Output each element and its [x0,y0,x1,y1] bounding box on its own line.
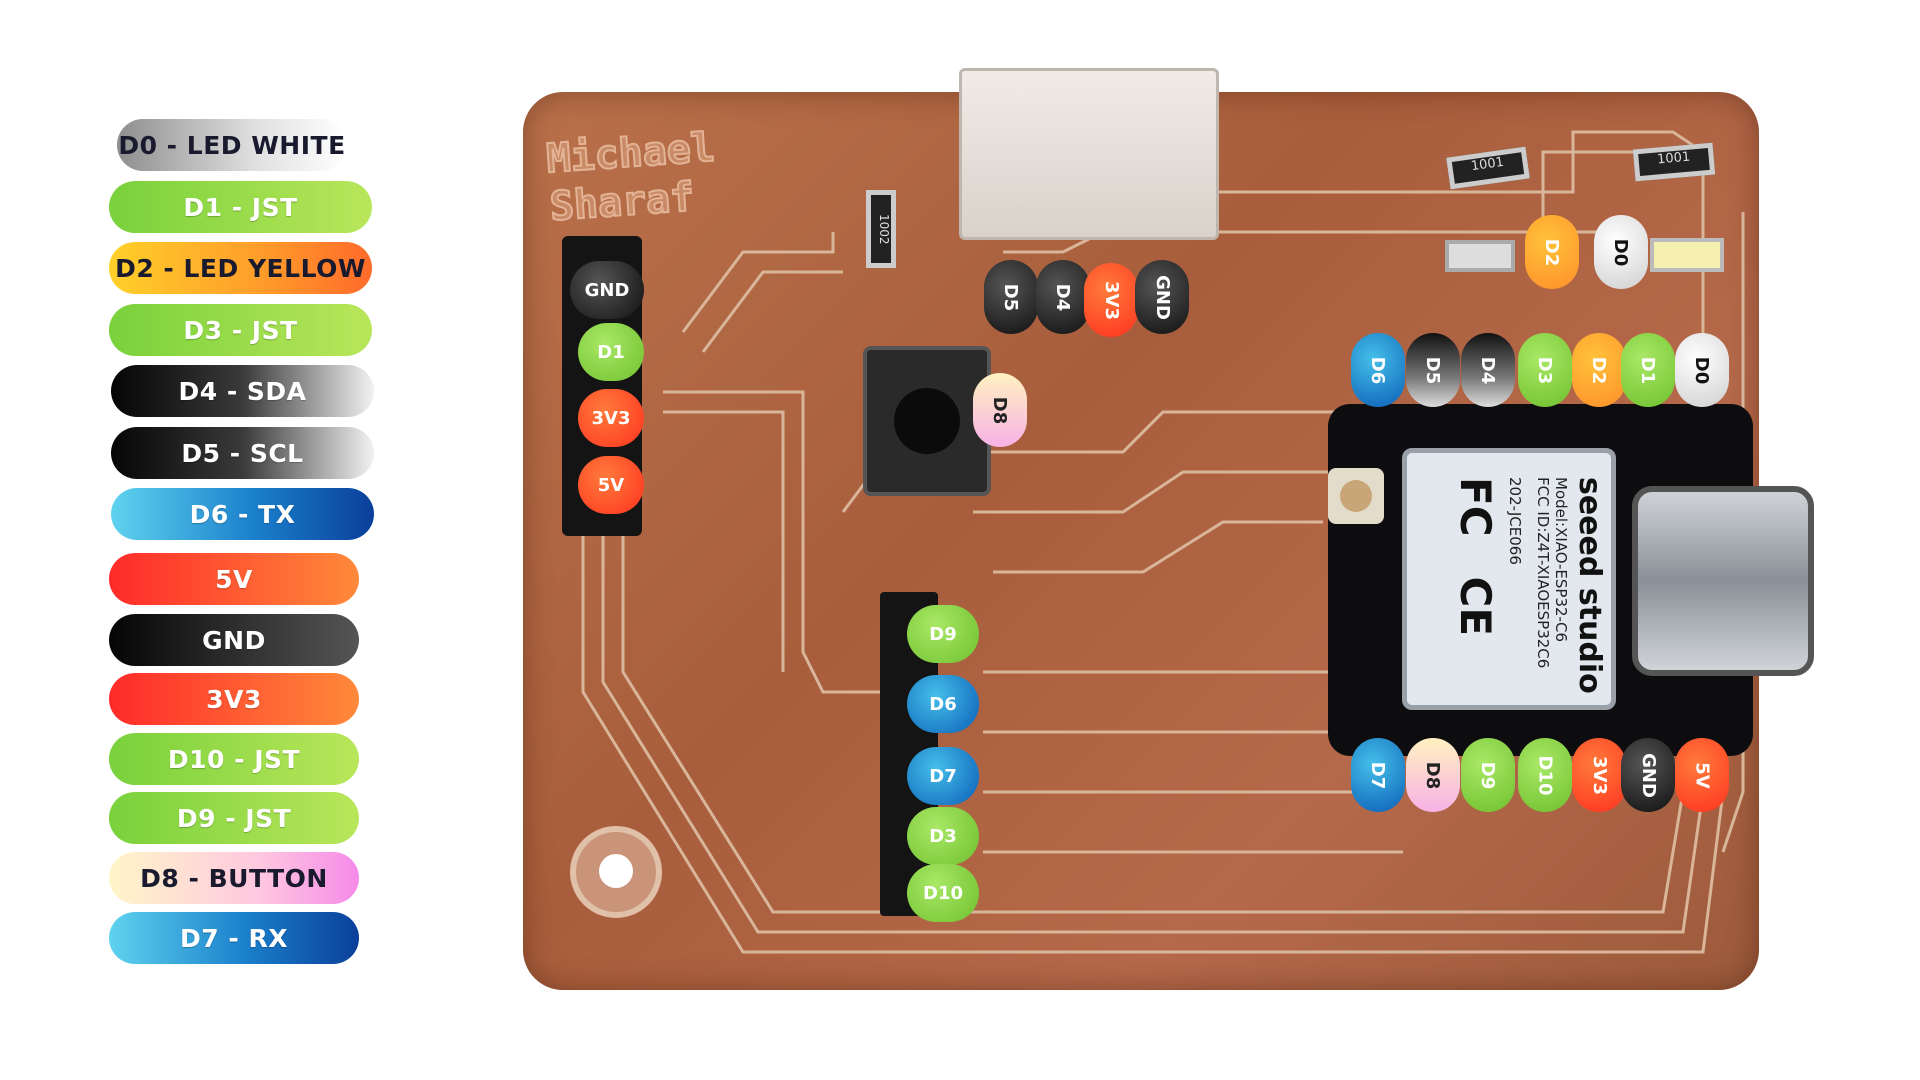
legend-d0: D0 - LED WHITE [117,119,347,171]
legend-d2: D2 - LED YELLOW [109,242,372,294]
jst-pin-d4: D4 [1036,260,1090,334]
jst-connector [959,68,1219,240]
rf-shield: seeed studio Model:XIAO-ESP32-C6 FCC ID:… [1402,448,1616,710]
legend-d1: D1 - JST [109,181,372,233]
legend-d7: D7 - RX [109,912,359,964]
antenna-connector [1328,468,1384,524]
xiao-pin-d5: D5 [1406,333,1460,407]
push-button [863,346,991,496]
ce-logo: CE [1451,576,1500,637]
xiao-pin-d1: D1 [1621,333,1675,407]
fcc-logo: FC [1451,477,1500,537]
usb-c-port [1632,486,1814,676]
legend-d8: D8 - BUTTON [109,852,359,904]
legend-gnd: GND [109,614,359,666]
xiao-pin-d8: D8 [1406,738,1460,812]
xiao-pin-d6: D6 [1351,333,1405,407]
xiao-pin-d4: D4 [1461,333,1515,407]
jst-pin-gnd: GND [1135,260,1189,334]
legend-d10: D10 - JST [109,733,359,785]
led-white [1650,238,1724,272]
resistor: 1002 [866,190,896,268]
header-pin-d9: D9 [907,605,979,663]
button-pin-d8: D8 [973,373,1027,447]
xiao-pin-d2: D2 [1572,333,1626,407]
pin-badge-3v3: 3V3 [578,389,644,447]
led-yellow [1445,240,1515,272]
mounting-hole [570,826,662,918]
model-text: Model:XIAO-ESP32-C6 [1552,477,1570,642]
jst-pin-3v3: 3V3 [1084,263,1138,337]
pin-badge-gnd: GND [570,261,644,319]
pin-badge-d1: D1 [578,323,644,381]
xiao-pin-3v3: 3V3 [1572,738,1626,812]
header-pin-d3: D3 [907,807,979,865]
fcc-id-text: FCC ID:Z4T-XIAOESP32C6 [1534,477,1552,669]
brand-text: seeed studio [1572,477,1607,694]
legend-d4: D4 - SDA [111,365,374,417]
xiao-pin-gnd: GND [1621,738,1675,812]
legend-d6: D6 - TX [111,488,374,540]
xiao-pin-d3: D3 [1518,333,1572,407]
xiao-pin-5v: 5V [1675,738,1729,812]
cert-text: 202-JCE066 [1506,477,1524,565]
legend-5v: 5V [109,553,359,605]
legend-d9: D9 - JST [109,792,359,844]
module-label: seeed studio Model:XIAO-ESP32-C6 FCC ID:… [1417,477,1607,713]
header-pin-d7: D7 [907,747,979,805]
legend-3v3: 3V3 [109,673,359,725]
pin-badge-5v: 5V [578,456,644,514]
led-label-d0: D0 [1594,215,1648,289]
header-pin-d10: D10 [907,864,979,922]
jst-pin-d5: D5 [984,260,1038,334]
header-pin-d6: D6 [907,675,979,733]
xiao-pin-d0: D0 [1675,333,1729,407]
xiao-pin-d10: D10 [1518,738,1572,812]
legend-d5: D5 - SCL [111,427,374,479]
xiao-pin-d9: D9 [1461,738,1515,812]
legend-d3: D3 - JST [109,304,372,356]
led-label-d2: D2 [1525,215,1579,289]
etched-name: Michael Sharaf [544,124,717,232]
xiao-pin-d7: D7 [1351,738,1405,812]
